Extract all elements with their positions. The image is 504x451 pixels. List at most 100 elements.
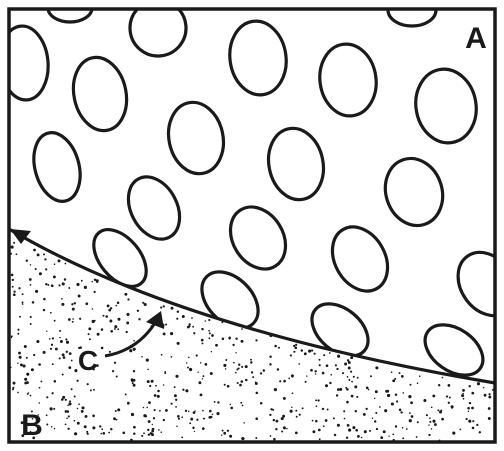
stipple-dot — [374, 356, 376, 358]
stipple-dot — [438, 384, 440, 386]
stipple-dot — [19, 356, 22, 359]
stipple-dot — [359, 242, 362, 245]
stipple-dot — [190, 418, 193, 421]
stipple-dot — [456, 319, 459, 322]
stipple-dot — [296, 250, 299, 253]
stipple-dot — [393, 265, 395, 267]
stipple-dot — [245, 379, 248, 382]
stipple-dot — [399, 372, 401, 374]
stipple-dot — [222, 313, 224, 315]
stipple-dot — [344, 339, 346, 341]
stipple-dot — [46, 331, 47, 332]
stipple-dot — [485, 331, 487, 333]
stipple-dot — [383, 320, 386, 323]
stipple-dot — [364, 225, 367, 228]
stipple-dot — [147, 369, 149, 371]
stipple-dot — [468, 411, 469, 412]
stipple-dot — [155, 385, 157, 387]
stipple-dot — [405, 268, 408, 271]
stipple-dot — [327, 309, 330, 312]
stipple-dot — [18, 287, 20, 289]
stipple-dot — [37, 253, 40, 256]
stipple-dot — [54, 428, 56, 430]
stipple-dot — [368, 310, 371, 313]
stipple-dot — [143, 432, 145, 434]
stipple-dot — [465, 265, 468, 268]
stipple-dot — [210, 372, 213, 375]
stipple-dot — [484, 364, 487, 367]
stipple-dot — [181, 416, 183, 418]
stipple-dot — [321, 317, 323, 319]
stipple-dot — [160, 244, 163, 247]
stipple-dot — [232, 344, 234, 346]
stipple-dot — [484, 394, 487, 397]
stipple-dot — [151, 380, 154, 383]
stipple-dot — [177, 415, 180, 418]
stipple-dot — [327, 409, 329, 411]
stipple-dot — [136, 270, 138, 272]
stipple-dot — [117, 408, 120, 411]
stipple-dot — [115, 305, 117, 307]
stipple-dot — [388, 436, 389, 437]
stipple-dot — [189, 239, 191, 241]
stipple-dot — [250, 277, 252, 279]
stipple-dot — [250, 359, 252, 361]
stipple-dot — [390, 263, 393, 266]
stipple-dot — [391, 252, 393, 254]
stipple-dot — [312, 420, 314, 422]
stipple-dot — [98, 256, 101, 259]
stipple-dot — [276, 420, 279, 423]
stipple-dot — [329, 382, 331, 384]
stipple-dot — [302, 407, 304, 409]
stipple-dot — [315, 399, 317, 401]
stipple-dot — [131, 252, 134, 255]
stipple-dot — [51, 426, 53, 428]
stipple-dot — [211, 334, 214, 337]
stipple-dot — [364, 430, 367, 433]
stipple-dot — [110, 428, 112, 430]
stipple-dot — [72, 308, 75, 311]
stipple-dot — [68, 250, 71, 253]
stipple-dot — [341, 338, 343, 340]
stipple-dot — [411, 415, 414, 418]
stipple-dot — [296, 314, 298, 316]
stipple-dot — [50, 238, 53, 241]
stipple-dot — [429, 241, 432, 244]
stipple-dot — [346, 268, 348, 270]
stipple-dot — [348, 379, 350, 381]
stipple-dot — [363, 413, 366, 416]
stipple-dot — [192, 427, 194, 429]
stipple-dot — [203, 418, 205, 420]
stipple-dot — [386, 390, 389, 393]
stipple-dot — [387, 288, 390, 291]
stipple-dot — [387, 292, 389, 294]
stipple-dot — [160, 307, 162, 309]
stipple-dot — [71, 303, 73, 305]
stipple-dot — [293, 345, 295, 347]
stipple-dot — [17, 329, 19, 331]
stipple-dot — [154, 244, 156, 246]
stipple-dot — [481, 231, 483, 233]
ellipse-3 — [225, 17, 291, 98]
stipple-dot — [255, 339, 257, 341]
stipple-dot — [286, 428, 287, 429]
stipple-dot — [212, 414, 214, 416]
stipple-dot — [255, 437, 257, 439]
stipple-dot — [66, 341, 69, 344]
stipple-dot — [432, 420, 435, 423]
stipple-dot — [49, 338, 51, 340]
stipple-dot — [348, 346, 350, 348]
stipple-dot — [376, 428, 378, 430]
stipple-dot — [240, 402, 242, 404]
stipple-dot — [245, 365, 248, 368]
stipple-dot — [374, 243, 377, 246]
stipple-dot — [74, 395, 76, 397]
stipple-dot — [304, 352, 307, 355]
stipple-dot — [60, 340, 63, 343]
stipple-dot — [69, 352, 72, 355]
stipple-dot — [481, 331, 484, 334]
stipple-dot — [408, 395, 411, 398]
stipple-dot — [361, 337, 364, 340]
stipple-dot — [152, 289, 155, 292]
stipple-dot — [165, 323, 167, 325]
